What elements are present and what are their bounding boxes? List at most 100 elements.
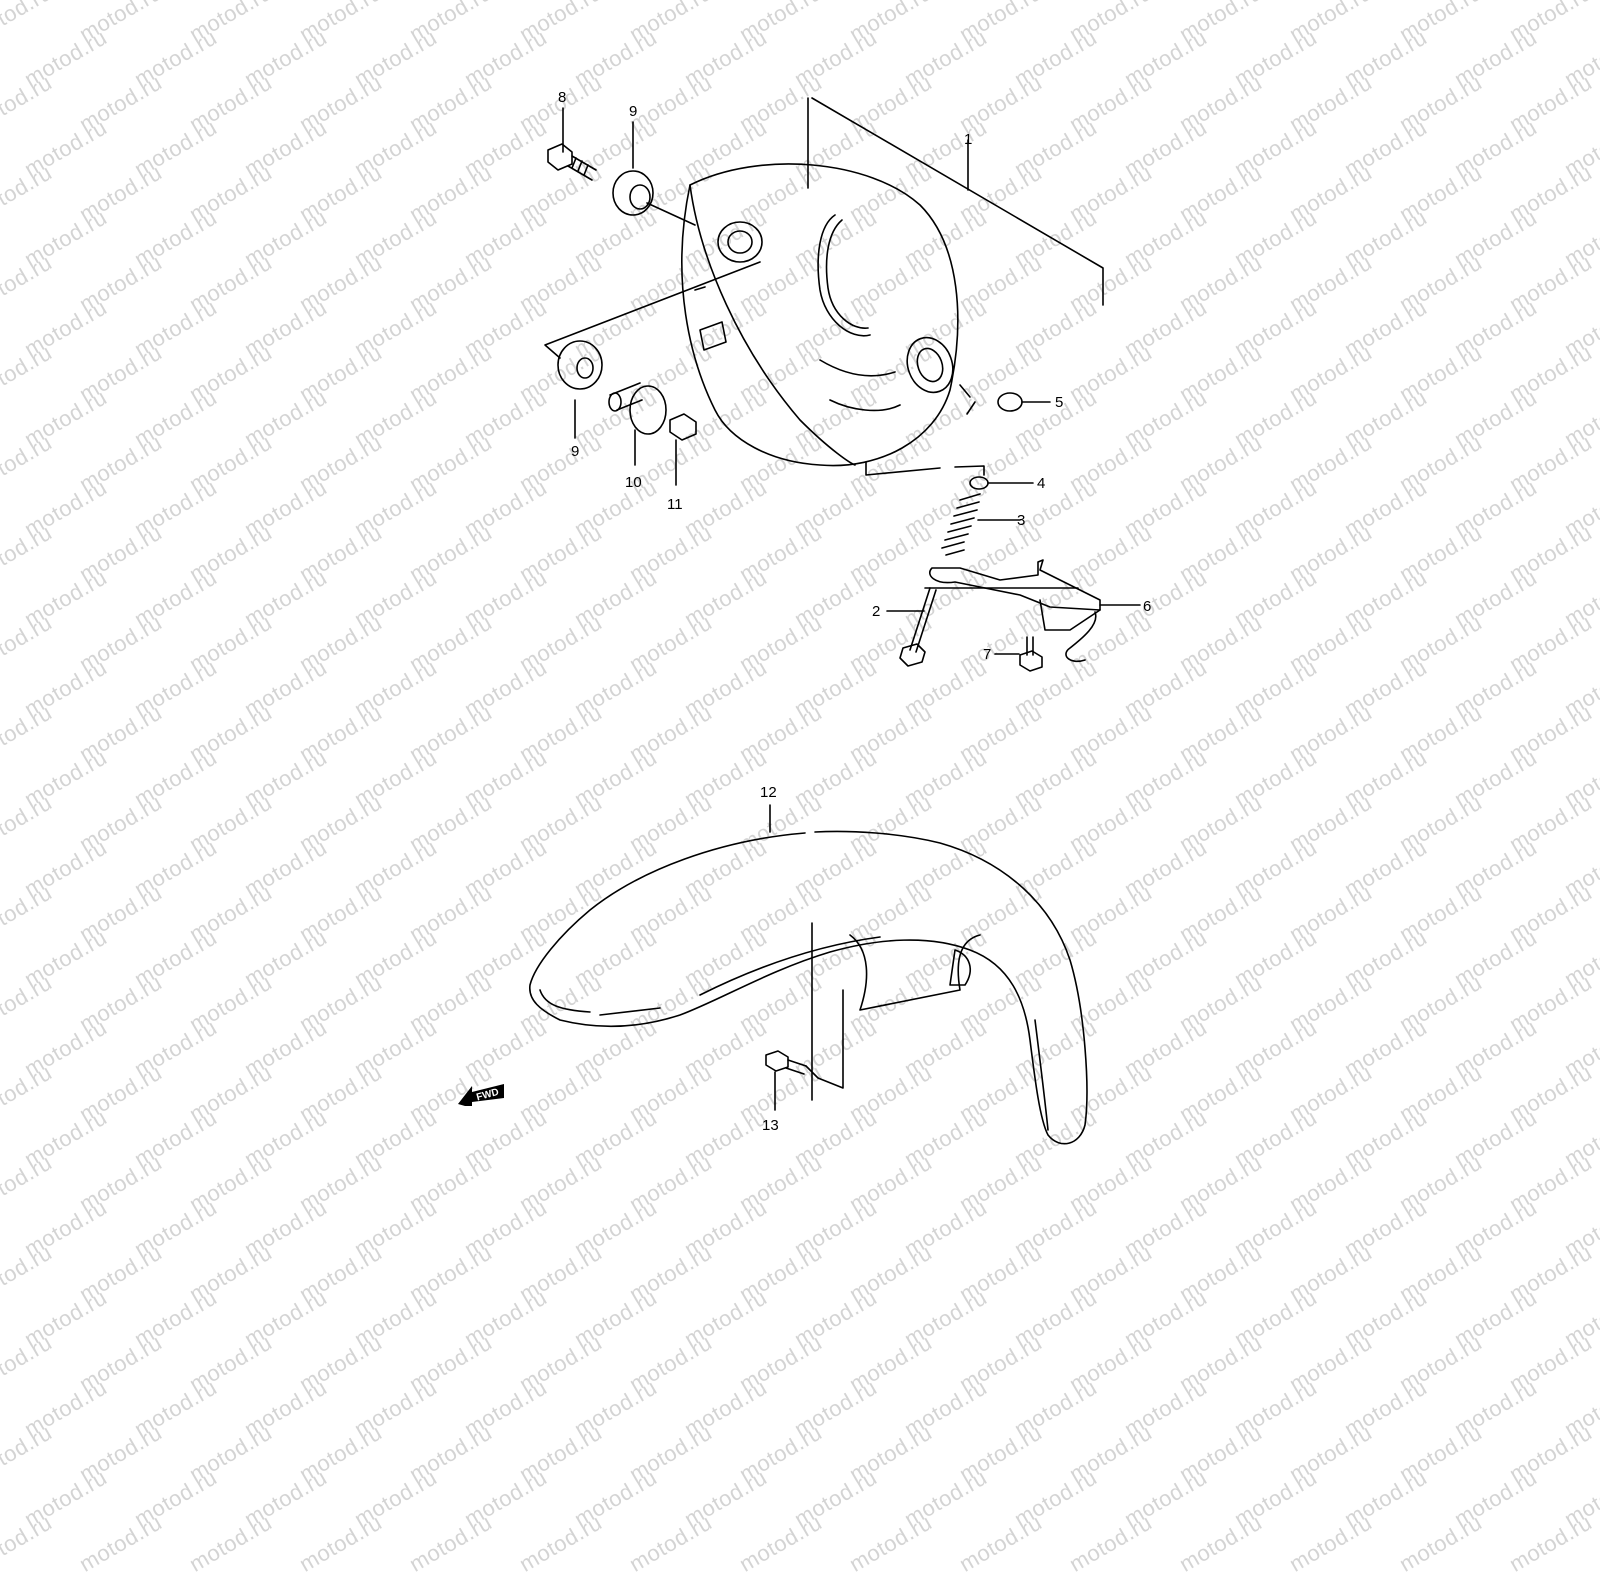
watermark-text: motod.ru xyxy=(1340,1374,1432,1442)
watermark-text: motod.ru xyxy=(1010,1284,1102,1352)
watermark-text: motod.ru xyxy=(1395,1239,1487,1307)
watermark-text: motod.ru xyxy=(680,1194,772,1262)
callout-7: 7 xyxy=(983,646,992,663)
watermark-text: motod.ru xyxy=(955,1329,1047,1397)
part-13-bolt xyxy=(765,989,844,1111)
watermark-text: motod.ru xyxy=(955,1239,1047,1307)
watermark-text: motod.ru xyxy=(900,1284,992,1352)
watermark-text: motod.ru xyxy=(295,1239,387,1307)
watermark-text: motod.ru xyxy=(185,1239,277,1307)
watermark-text: motod.ru xyxy=(845,1239,937,1307)
watermark-text: motod.ru xyxy=(350,1464,442,1532)
watermark-text: motod.ru xyxy=(0,1329,57,1397)
watermark-text: motod.ru xyxy=(75,1419,167,1487)
leader-dash xyxy=(694,286,706,291)
watermark-text: motod.ru xyxy=(0,1419,57,1487)
watermark-text: motod.ru xyxy=(20,1464,112,1532)
watermark-text: motod.ru xyxy=(900,1374,992,1442)
watermark-text: motod.ru xyxy=(20,1284,112,1352)
part-4-washer xyxy=(969,476,1034,490)
watermark-text: motod.ru xyxy=(955,1509,1047,1577)
watermark-text: motod.ru xyxy=(240,1284,332,1352)
watermark-text: motod.ru xyxy=(1560,1284,1600,1352)
watermark-text: motod.ru xyxy=(735,1509,827,1577)
watermark-text: motod.ru xyxy=(1120,1374,1212,1442)
watermark-text: motod.ru xyxy=(845,1509,937,1577)
watermark-text: motod.ru xyxy=(1120,1284,1212,1352)
front-fender xyxy=(529,804,1088,1145)
watermark-text: motod.ru xyxy=(625,1239,717,1307)
watermark-text: motod.ru xyxy=(1505,1329,1597,1397)
watermark-text: motod.ru xyxy=(515,1419,607,1487)
watermark-text: motod.ru xyxy=(570,1284,662,1352)
watermark-text: motod.ru xyxy=(1175,1239,1267,1307)
watermark-text: motod.ru xyxy=(1285,1329,1377,1397)
watermark-text: motod.ru xyxy=(845,1329,937,1397)
watermark-text: motod.ru xyxy=(1285,1419,1377,1487)
watermark-text: motod.ru xyxy=(240,1464,332,1532)
watermark-text: motod.ru xyxy=(0,1509,57,1577)
watermark-text: motod.ru xyxy=(900,1464,992,1532)
watermark-text: motod.ru xyxy=(515,1239,607,1307)
watermark-text: motod.ru xyxy=(1010,1374,1102,1442)
callout-8: 8 xyxy=(558,89,567,106)
watermark-text: motod.ru xyxy=(1065,1329,1157,1397)
watermark-text: motod.ru xyxy=(1560,1194,1600,1262)
watermark-text: motod.ru xyxy=(75,1509,167,1577)
callout-5: 5 xyxy=(1055,394,1064,411)
watermark-text: motod.ru xyxy=(460,1284,552,1352)
watermark-text: motod.ru xyxy=(130,1374,222,1442)
leader-bottom xyxy=(865,461,985,476)
watermark-text: motod.ru xyxy=(1120,1194,1212,1262)
watermark-text: motod.ru xyxy=(130,1284,222,1352)
watermark-text: motod.ru xyxy=(1560,1464,1600,1532)
watermark-text: motod.ru xyxy=(1340,1284,1432,1352)
watermark-text: motod.ru xyxy=(735,1239,827,1307)
callout-11: 11 xyxy=(667,496,683,513)
watermark-text: motod.ru xyxy=(680,1374,772,1442)
watermark-text: motod.ru xyxy=(295,1509,387,1577)
part-3-spring xyxy=(941,493,1021,556)
watermark-text: motod.ru xyxy=(1560,1374,1600,1442)
watermark-text: motod.ru xyxy=(1175,1509,1267,1577)
callout-12: 12 xyxy=(760,784,777,801)
watermark-text: motod.ru xyxy=(460,1464,552,1532)
watermark-text: motod.ru xyxy=(460,1194,552,1262)
watermark-text: motod.ru xyxy=(20,1374,112,1442)
watermark-text: motod.ru xyxy=(1065,1509,1157,1577)
callout-9-upper: 9 xyxy=(629,103,638,120)
watermark-text: motod.ru xyxy=(405,1509,497,1577)
watermark-text: motod.ru xyxy=(515,1329,607,1397)
parts-diagram xyxy=(529,97,1141,1145)
watermark-text: motod.ru xyxy=(570,1464,662,1532)
watermark-text: motod.ru xyxy=(350,1194,442,1262)
watermark-text: motod.ru xyxy=(460,1374,552,1442)
watermark-text: motod.ru xyxy=(1010,1194,1102,1262)
watermark-text: motod.ru xyxy=(405,1419,497,1487)
watermark-text: motod.ru xyxy=(1230,1194,1322,1262)
part-7-bolt xyxy=(994,636,1043,672)
part-9-grommet-upper xyxy=(612,121,696,226)
watermark-text: motod.ru xyxy=(350,1284,442,1352)
watermark-text: motod.ru xyxy=(515,1509,607,1577)
watermark-text: motod.ru xyxy=(735,1329,827,1397)
callout-13: 13 xyxy=(762,1117,779,1134)
callout-1: 1 xyxy=(964,131,973,148)
watermark-text: motod.ru xyxy=(0,1375,2,1443)
leader-lower xyxy=(544,261,761,359)
watermark-text: motod.ru xyxy=(185,1329,277,1397)
watermark-text: motod.ru xyxy=(625,1509,717,1577)
watermark-text: motod.ru xyxy=(1450,1374,1542,1442)
watermark-text: motod.ru xyxy=(1120,1464,1212,1532)
watermark-text: motod.ru xyxy=(20,1194,112,1262)
watermark-text: motod.ru xyxy=(1230,1284,1322,1352)
watermark-text: motod.ru xyxy=(1175,1329,1267,1397)
watermark-text: motod.ru xyxy=(680,1464,772,1532)
watermark-text: motod.ru xyxy=(240,1374,332,1442)
watermark-text: motod.ru xyxy=(1340,1464,1432,1532)
part-9-grommet-lower xyxy=(557,340,603,439)
watermark-text: motod.ru xyxy=(1395,1509,1487,1577)
watermark-text: motod.ru xyxy=(405,1239,497,1307)
watermark-text: motod.ru xyxy=(75,1239,167,1307)
fwd-arrow-icon: FWD xyxy=(458,1084,504,1106)
